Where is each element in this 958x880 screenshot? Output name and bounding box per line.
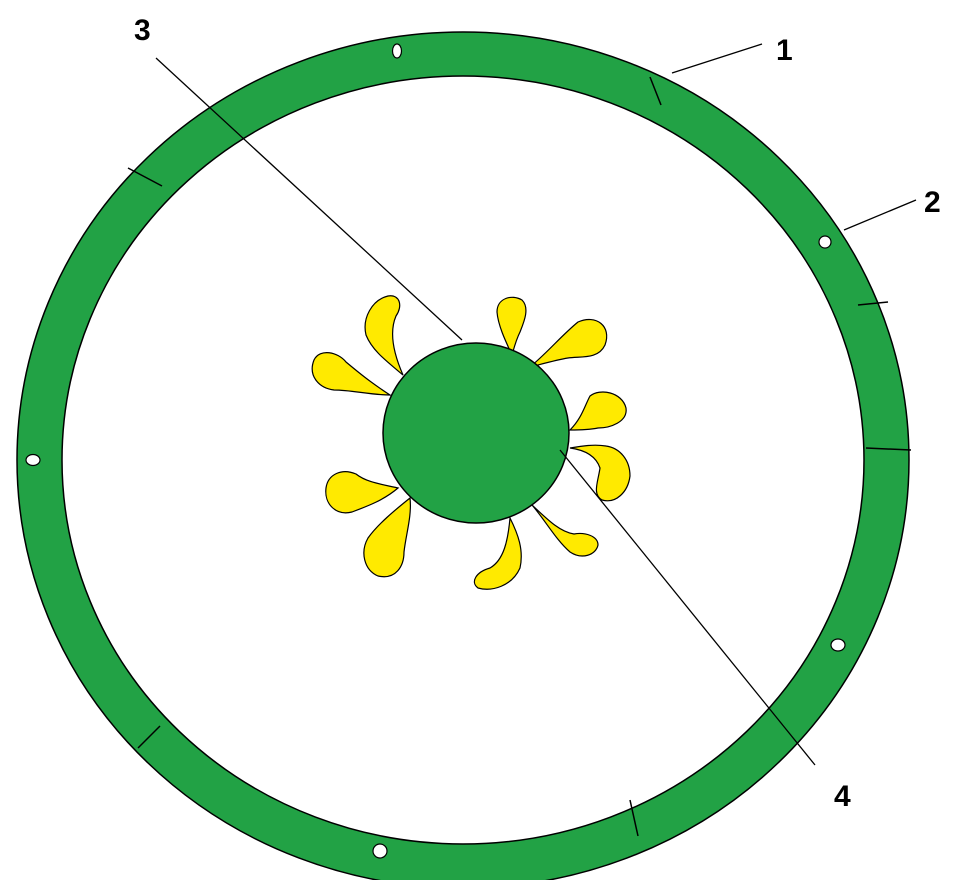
petal <box>364 498 410 577</box>
hole-top <box>393 44 402 58</box>
leader-line-2 <box>844 200 916 230</box>
petal <box>530 319 607 367</box>
petal <box>312 353 390 395</box>
leader-line-4 <box>560 450 815 765</box>
petal <box>365 296 403 375</box>
leader-line-1 <box>672 44 762 73</box>
hole-bottom <box>373 844 387 858</box>
hole-left <box>26 455 40 466</box>
petal <box>570 392 626 430</box>
hole-right-upper <box>819 236 831 248</box>
petal <box>474 518 521 589</box>
petal <box>326 472 398 513</box>
callout-label-2: 2 <box>924 186 941 219</box>
callout-label-1: 1 <box>776 34 793 67</box>
hole-right-lower <box>831 639 845 651</box>
central-hub <box>383 343 569 523</box>
petal <box>532 505 598 556</box>
callout-label-3: 3 <box>134 14 151 47</box>
callout-label-4: 4 <box>834 780 851 813</box>
